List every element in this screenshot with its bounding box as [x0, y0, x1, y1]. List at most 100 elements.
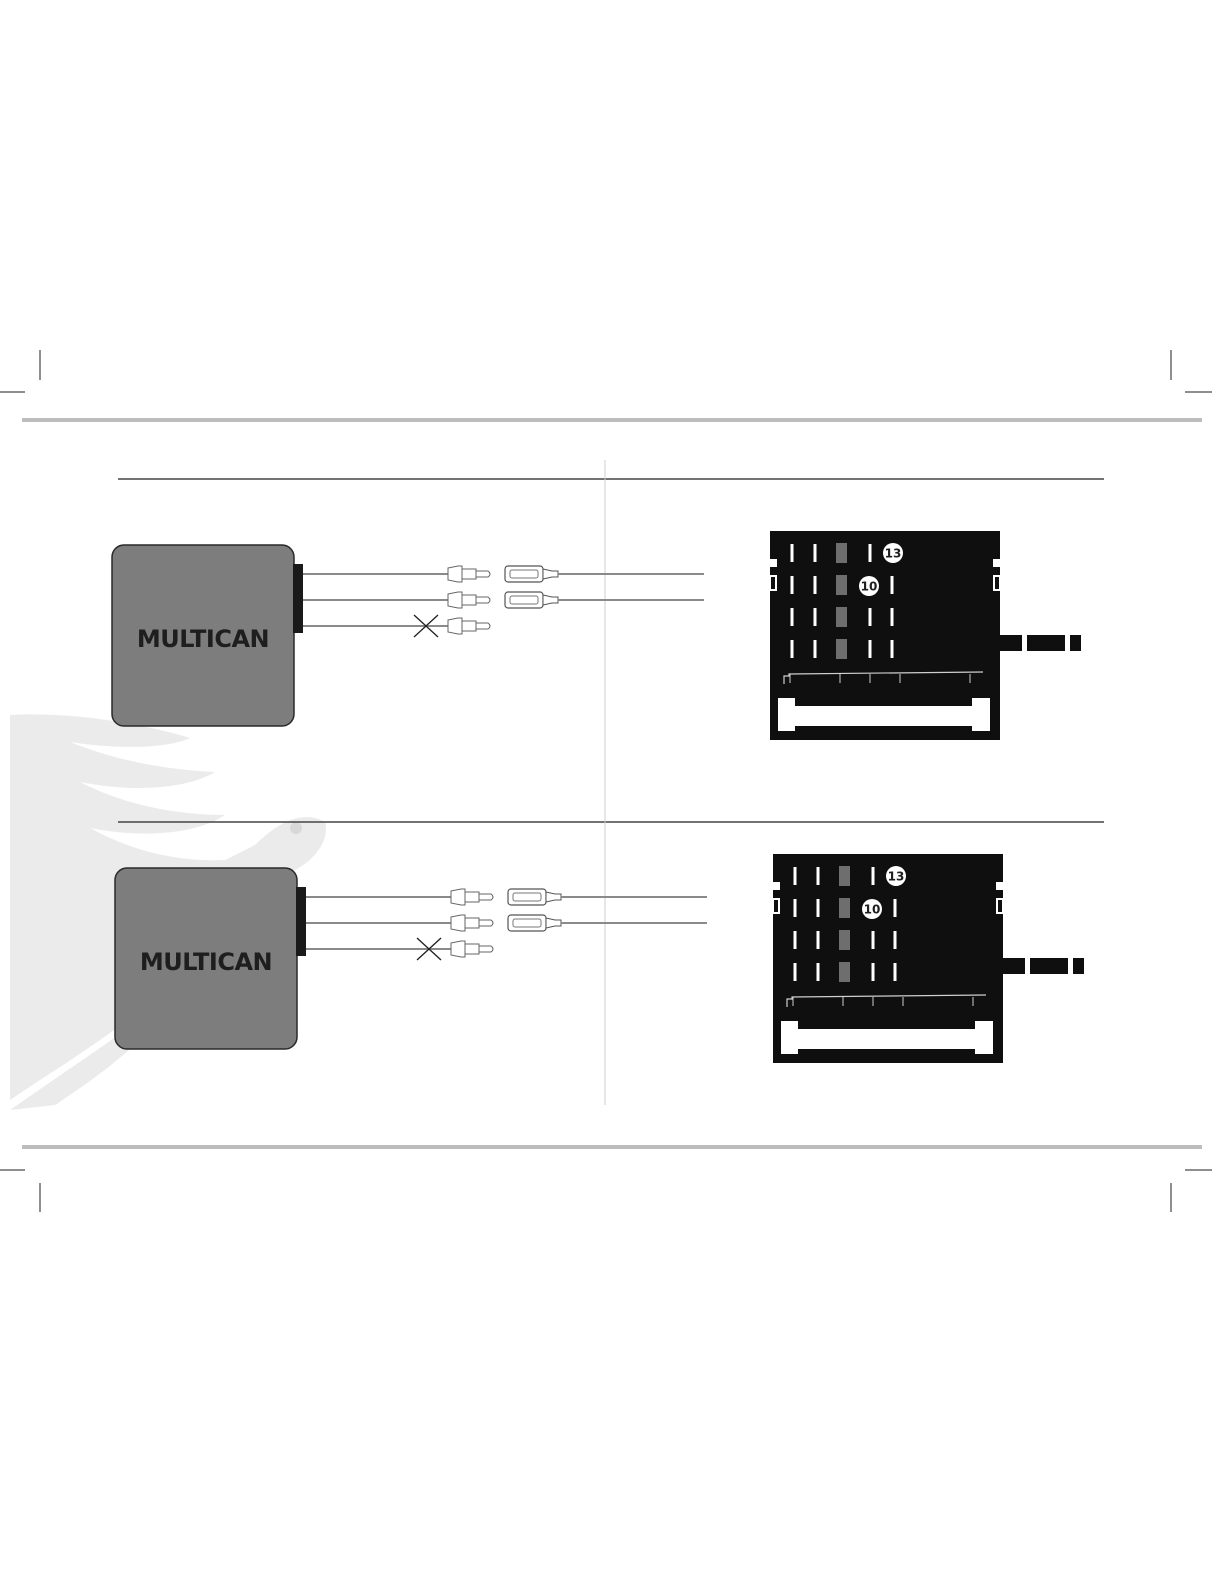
connector-pin — [791, 544, 794, 562]
wiring-panel-2: MULTICAN 13 10 — [115, 854, 1084, 1063]
pin-label-badge: 13 — [883, 543, 903, 563]
connector-pin — [869, 608, 872, 626]
connector-pin — [869, 640, 872, 658]
pin-label: 10 — [861, 580, 878, 594]
module-port — [296, 887, 306, 956]
connector-pin — [817, 867, 820, 885]
connector-blank-pin — [839, 866, 850, 886]
connector-pin — [814, 544, 817, 562]
pin-label-badge: 13 — [886, 866, 906, 886]
connector-pin — [872, 867, 875, 885]
terminal-pin — [479, 894, 493, 900]
terminal-pin — [479, 946, 493, 952]
terminal-barrel — [465, 918, 479, 928]
connector-pin — [814, 576, 817, 594]
right-latch — [996, 882, 1003, 890]
terminal-neck — [546, 892, 561, 902]
terminal-crimp — [448, 592, 462, 608]
terminal-barrel — [465, 892, 479, 902]
wire-3 — [306, 938, 493, 960]
connector-pin — [794, 931, 797, 949]
terminal-pin — [479, 920, 493, 926]
right-latch — [993, 559, 1000, 567]
connector-blank-pin — [836, 575, 847, 595]
connector-pin — [869, 544, 872, 562]
terminal-crimp — [451, 941, 465, 957]
connector-tab-dash — [1073, 958, 1084, 974]
wiring-panel-1: MULTICAN 13 10 — [112, 531, 1081, 740]
male-spade-terminal-icon — [451, 941, 493, 957]
connector-blank-pin — [839, 962, 850, 982]
connector-pin — [891, 640, 894, 658]
pin-label-badge: 10 — [862, 899, 882, 919]
left-latch — [770, 559, 777, 567]
pin-label: 13 — [888, 870, 905, 884]
pin-label: 13 — [885, 547, 902, 561]
wire-2 — [306, 915, 493, 931]
terminal-barrel — [462, 569, 476, 579]
connector-tab-dash — [1070, 635, 1081, 651]
terminal-sleeve — [505, 592, 543, 608]
vehicle-connector: 13 10 — [773, 854, 1084, 1063]
terminal-pin — [476, 571, 490, 577]
left-latch — [773, 882, 780, 890]
female-terminal-icon — [508, 915, 707, 931]
terminal-crimp — [451, 915, 465, 931]
terminal-sleeve — [508, 915, 546, 931]
male-spade-terminal-icon — [451, 915, 493, 931]
terminal-pin — [476, 623, 490, 629]
terminal-pin — [476, 597, 490, 603]
terminal-sleeve — [505, 566, 543, 582]
connector-pin — [894, 963, 897, 981]
connector-pin — [794, 899, 797, 917]
connector-tab-dash — [1030, 958, 1068, 974]
terminal-sleeve — [508, 889, 546, 905]
connector-blank-pin — [836, 607, 847, 627]
connector-pin — [894, 899, 897, 917]
connector-blank-pin — [839, 898, 850, 918]
terminal-crimp — [451, 889, 465, 905]
wire-1 — [303, 566, 490, 582]
connector-pin — [817, 899, 820, 917]
wire-2 — [303, 592, 490, 608]
terminal-neck — [546, 918, 561, 928]
terminal-barrel — [462, 595, 476, 605]
connector-blank-pin — [836, 543, 847, 563]
connector-pin — [872, 963, 875, 981]
female-terminal-icon — [508, 889, 707, 905]
connector-pin — [891, 576, 894, 594]
male-spade-terminal-icon — [448, 592, 490, 608]
connector-pin — [817, 963, 820, 981]
male-spade-terminal-icon — [448, 566, 490, 582]
connector-pin — [791, 608, 794, 626]
connector-tab-dash — [1003, 958, 1025, 974]
terminal-barrel — [465, 944, 479, 954]
module-port — [293, 564, 303, 633]
terminal-crimp — [448, 618, 462, 634]
connector-blank-pin — [836, 639, 847, 659]
connector-pin — [791, 640, 794, 658]
wire-1 — [306, 889, 493, 905]
module-label: MULTICAN — [137, 625, 269, 653]
connector-pin — [791, 576, 794, 594]
terminal-crimp — [448, 566, 462, 582]
module-label: MULTICAN — [140, 948, 272, 976]
male-spade-terminal-icon — [451, 889, 493, 905]
connector-blank-pin — [839, 930, 850, 950]
connector-pin — [894, 931, 897, 949]
connector-pin — [794, 963, 797, 981]
connector-pin — [891, 608, 894, 626]
connector-pin — [872, 931, 875, 949]
connector-pin — [814, 608, 817, 626]
connector-pin — [814, 640, 817, 658]
vehicle-connector: 13 10 — [770, 531, 1081, 740]
pin-label-badge: 10 — [859, 576, 879, 596]
connector-pin — [794, 867, 797, 885]
multican-module: MULTICAN — [115, 868, 306, 1049]
terminal-barrel — [462, 621, 476, 631]
terminal-neck — [543, 569, 558, 579]
multican-module: MULTICAN — [112, 545, 303, 726]
connector-pin — [817, 931, 820, 949]
male-spade-terminal-icon — [448, 618, 490, 634]
